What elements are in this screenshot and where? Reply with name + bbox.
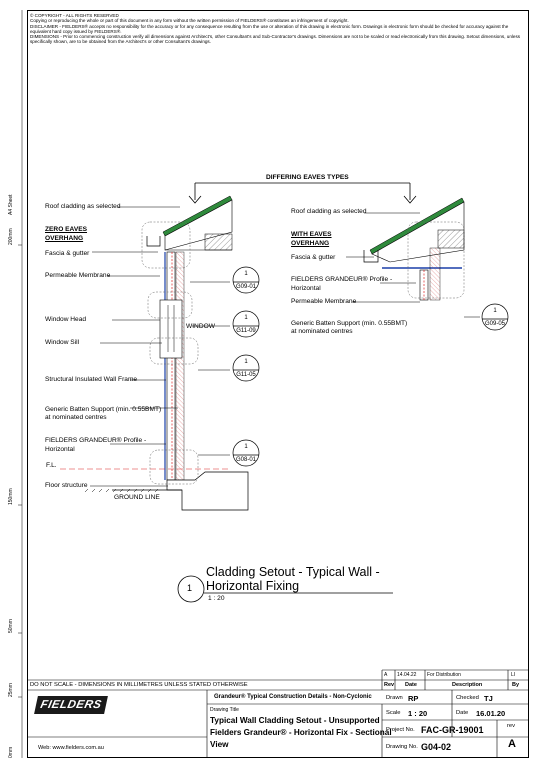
checked-value: TJ (484, 694, 493, 703)
right-batten-label-2: at nominated centres (291, 328, 353, 335)
rev-label: rev (507, 723, 516, 729)
description-header: Description (452, 682, 483, 688)
drawing-scale: 1 : 20 (208, 595, 225, 602)
callout-ref-g11-05: G11-05 (236, 372, 256, 378)
drawing-no-label: Drawing No. (386, 744, 418, 750)
do-not-scale-note: DO NOT SCALE - DIMENSIONS IN MILLIMETRES… (30, 682, 248, 688)
callout-number: 1 (244, 315, 248, 321)
differing-eaves-heading: DIFFERING EAVES TYPES (266, 174, 349, 181)
copyright-notes: © COPYRIGHT - ALL RIGHTS RESERVED Copyin… (30, 13, 525, 45)
dimensions-line: DIMENSIONS - Prior to commencing constru… (30, 34, 521, 45)
series-title: Grandeur® Typical Construction Details -… (214, 694, 372, 700)
drawing-title-1: Typical Wall Cladding Setout - Unsupport… (210, 716, 380, 725)
date-value: 16.01.20 (476, 709, 506, 718)
right-section (346, 197, 509, 331)
rev-by: LI (511, 672, 516, 678)
rev-value: A (384, 672, 388, 678)
callout-ref-g08-01: G08-01 (235, 457, 256, 463)
siwf-label: Structural Insulated Wall Frame (45, 376, 138, 383)
window-head-label: Window Head (45, 316, 87, 323)
title-block-grid (27, 669, 529, 758)
sheet-border (27, 10, 529, 758)
scale-label: Scale (386, 710, 401, 716)
drawing-title-line-1: Cladding Setout - Typical Wall - (206, 565, 380, 579)
fielders-logo-text: FIELDERS (39, 699, 103, 711)
right-membrane-label: Permeable Membrane (291, 298, 357, 305)
scale-ticks (18, 10, 23, 758)
zero-eaves-label-2: OVERHANG (45, 235, 84, 242)
copyright-line: © COPYRIGHT - ALL RIGHTS RESERVED (30, 13, 119, 18)
by-header: By (512, 682, 520, 688)
checked-label: Checked (456, 695, 479, 701)
callout-number: 1 (244, 359, 248, 365)
left-section (60, 195, 260, 511)
right-fascia-label: Fascia & gutter (291, 254, 336, 261)
window-sill-label: Window Sill (45, 339, 80, 346)
callout-number: 1 (244, 444, 248, 450)
drawn-label: Drawn (386, 695, 403, 701)
left-batten-label-2: at nominated centres (45, 414, 107, 421)
left-membrane-label: Permeable Membrane (45, 272, 111, 279)
callout-ref-g11-09: G11-09 (236, 328, 256, 334)
drawing-title-3: View (210, 740, 229, 749)
rev-description: For Distribution (427, 672, 461, 678)
right-profile-label-1: FIELDERS GRANDEUR® Profile - (291, 276, 393, 283)
drawing-title-label: Drawing Title (210, 707, 239, 713)
ground-line-label: GROUND LINE (114, 494, 160, 501)
rev-date: 14.04.22 (397, 672, 417, 678)
callout-number: 1 (493, 308, 497, 314)
left-roof-label: Roof cladding as selected (45, 203, 121, 210)
floor-structure-label: Floor structure (45, 482, 88, 489)
title-bubble (177, 575, 205, 603)
callout-ref-g09-05: G09-05 (484, 321, 505, 327)
project-number: FAC-GR-19001 (421, 725, 484, 735)
drawn-value: RP (408, 694, 419, 703)
right-batten-label-1: Generic Batten Support (min. 0.55BMT) (291, 320, 408, 327)
scale-value: 1 : 20 (408, 709, 428, 718)
drawing-title-line-2: Horizontal Fixing (206, 579, 300, 593)
project-label: Project No. (386, 727, 415, 733)
disclaimer-line: DISCLAIMER - FIELDERS® accepts no respon… (30, 23, 509, 34)
eaves-heading-arrows (188, 182, 417, 204)
rev-header: Rev (384, 682, 395, 688)
floor-level-label: F.L. (46, 462, 57, 469)
drawing-title-2: Fielders Grandeur® - Horizontal Fix - Se… (210, 728, 392, 737)
left-profile-label-1: FIELDERS GRANDEUR® Profile - (45, 437, 147, 444)
with-eaves-label-2: OVERHANG (291, 240, 330, 247)
left-profile-label-2: Horizontal (45, 446, 75, 453)
date-header: Date (405, 682, 417, 688)
fielders-logo: FIELDERS (34, 696, 108, 714)
with-eaves-label-1: WITH EAVES (291, 231, 332, 238)
revision-value: A (508, 738, 516, 750)
callout-number: 1 (244, 271, 248, 277)
left-batten-label-1: Generic Batten Support (min. 0.55BMT) (45, 406, 162, 413)
drawing-title-number: 1 (187, 583, 193, 593)
callout-ref-g09-01: G09-01 (235, 284, 256, 290)
date-label: Date (456, 710, 469, 716)
website: Web: www.fielders.com.au (38, 745, 104, 751)
drawing-number: G04-02 (421, 742, 452, 752)
copying-line: Copying or reproducing the whole or part… (30, 18, 349, 24)
left-fascia-label: Fascia & gutter (45, 250, 90, 257)
right-profile-label-2: Horizontal (291, 285, 321, 292)
right-roof-label: Roof cladding as selected (291, 208, 367, 215)
zero-eaves-label-1: ZERO EAVES (45, 226, 88, 233)
window-label: WINDOW (186, 323, 215, 330)
